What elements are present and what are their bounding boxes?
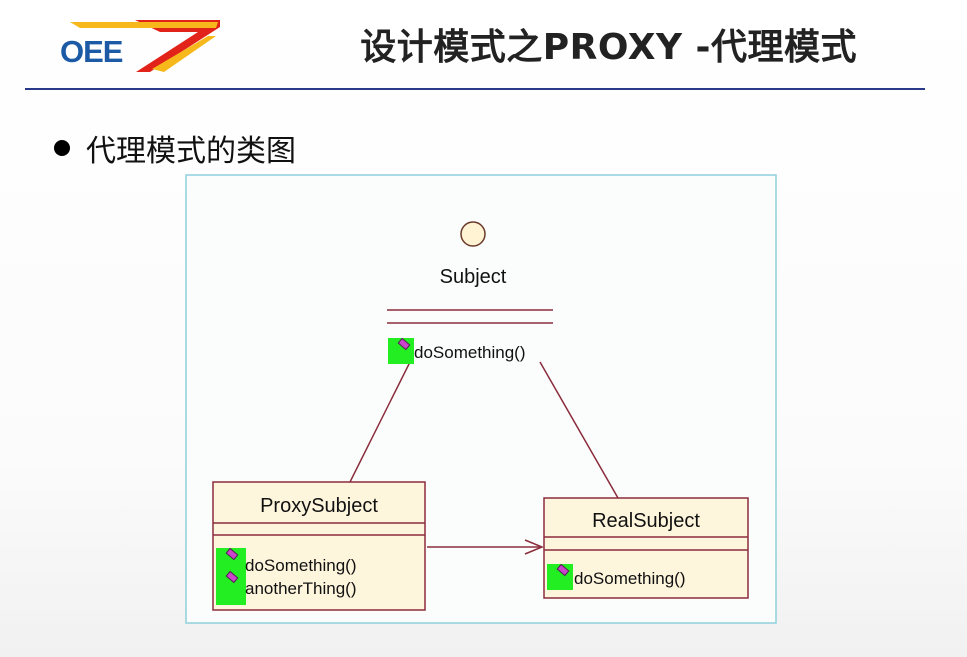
proxy-class-box	[212, 481, 426, 611]
proxy-to-subject-line	[349, 361, 411, 483]
operation-icon	[387, 337, 415, 365]
proxy-operation-1: doSomething()	[245, 556, 357, 575]
interface-lollipop-icon	[460, 221, 486, 247]
logo-yellow-swoosh	[70, 22, 218, 28]
real-operation: doSomething()	[574, 569, 686, 588]
proxy-operation-2: anotherThing()	[245, 579, 357, 598]
oee-logo: OEE	[60, 20, 220, 72]
slide-title: 设计模式之PROXY -代理模式	[360, 27, 857, 68]
bullet-item: 代理模式的类图	[54, 126, 296, 170]
operation-icon	[215, 547, 243, 575]
real-class-box	[543, 497, 749, 599]
logo-yellow-swoosh-tail	[152, 36, 216, 72]
association-arrowhead	[524, 539, 544, 555]
bullet-text: 代理模式的类图	[86, 134, 296, 169]
operation-icon	[215, 570, 243, 598]
real-to-subject-line	[539, 361, 619, 499]
interface-name: Subject	[440, 266, 507, 288]
logo-text: OEE	[60, 34, 123, 69]
title-underline	[25, 88, 925, 90]
logo-red-swoosh	[135, 20, 220, 72]
bullet-dot	[54, 140, 70, 156]
class-diagram: Subject doSomething() ProxySubject doSom…	[185, 174, 777, 624]
interface-operation: doSomething()	[414, 343, 526, 362]
proxy-class-name: ProxySubject	[260, 495, 378, 517]
real-class-name: RealSubject	[592, 510, 700, 532]
operation-icon	[546, 563, 574, 591]
